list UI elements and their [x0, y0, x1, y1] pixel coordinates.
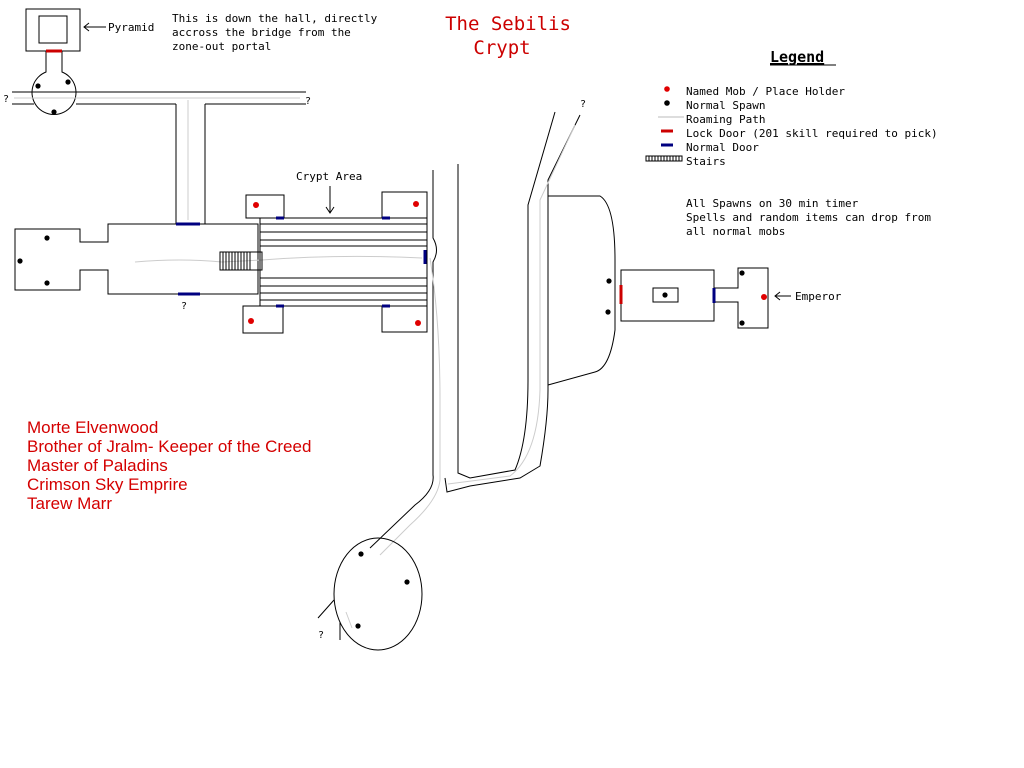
pyramid-hallway: [12, 91, 306, 224]
pyramid-arrow-head: [83, 22, 90, 32]
emperor-label: Emperor: [795, 290, 842, 303]
throne-spawn: [662, 292, 668, 298]
hall-note-line: accross the bridge from the: [172, 26, 351, 39]
crypt-rooms: [242, 191, 428, 334]
legend-black-dot-icon: [664, 100, 670, 106]
legend-item-label: Lock Door (201 skill required to pick): [686, 127, 938, 140]
legend-item-label: Stairs: [686, 155, 726, 168]
crypt-named-mob: [415, 320, 421, 326]
crypt-named-mob: [253, 202, 259, 208]
lower-oval-room: [333, 537, 423, 651]
credit-line: Master of Paladins: [27, 456, 168, 475]
pyramid-room-spawn: [35, 83, 41, 89]
credit-line: Tarew Marr: [27, 494, 112, 513]
hall-note-line: zone-out portal: [172, 40, 271, 53]
crypt-bridge: [259, 192, 428, 332]
emperor-room-spawn: [739, 270, 745, 276]
legend-item-label: Named Mob / Place Holder: [686, 85, 845, 98]
credit-line: Brother of Jralm- Keeper of the Creed: [27, 437, 311, 456]
crypt-area-label: Crypt Area: [296, 170, 362, 183]
legend-item-label: Normal Door: [686, 141, 759, 154]
pyramid-area: [25, 8, 81, 115]
roaming-path: [379, 124, 576, 556]
legend-red-dot-icon: [664, 86, 670, 92]
roaming-path: [134, 255, 423, 263]
hall-note-line: This is down the hall, directly: [172, 12, 378, 25]
unknown-marker: ?: [305, 96, 311, 107]
pyramid-label: Pyramid: [108, 21, 154, 34]
oval-room-spawn: [358, 551, 364, 557]
central-passage: [369, 111, 581, 549]
unknown-marker: ?: [3, 94, 9, 105]
credit-line: Morte Elvenwood: [27, 418, 158, 437]
west-room-spawn: [44, 235, 50, 241]
credits: Morte Elvenwood Brother of Jralm- Keeper…: [27, 418, 311, 513]
roaming-path: [14, 97, 300, 220]
cavern-spawn: [606, 278, 612, 284]
emperor-room-spawn: [739, 320, 745, 326]
west-room-spawn: [44, 280, 50, 286]
unknown-marker: ?: [318, 630, 324, 641]
crypt-named-mob: [413, 201, 419, 207]
stairs: [219, 251, 263, 271]
pyramid-inner: [38, 15, 68, 44]
legend-note-line: all normal mobs: [686, 225, 785, 238]
roaming-path: [345, 611, 353, 629]
crypt-named-mob: [248, 318, 254, 324]
cavern-spawn: [605, 309, 611, 315]
legend-item-label: Normal Spawn: [686, 99, 765, 112]
pyramid-room-spawn: [51, 109, 57, 115]
legend: Legend Named Mob / Place Holder Normal S…: [645, 48, 938, 238]
legend-title: Legend: [770, 48, 824, 66]
west-chamber: [14, 223, 259, 295]
legend-note-line: All Spawns on 30 min timer: [686, 197, 859, 210]
legend-item-label: Roaming Path: [686, 113, 765, 126]
lower-exit: [317, 599, 335, 619]
oval-room-spawn: [404, 579, 410, 585]
west-room-spawn: [17, 258, 23, 264]
oval-room-spawn: [355, 623, 361, 629]
map-title-line-1: The Sebilis: [445, 13, 571, 35]
legend-stairs-icon: [645, 155, 683, 162]
pyramid-room-spawn: [65, 79, 71, 85]
legend-note-line: Spells and random items can drop from: [686, 211, 931, 224]
crypt-area-arrow-head: [325, 206, 335, 214]
emperor-named-mob: [761, 294, 767, 300]
pyramid-outer: [25, 8, 81, 52]
credit-line: Crimson Sky Emprire: [27, 475, 188, 494]
emperor-arrow-head: [774, 291, 781, 301]
unknown-marker: ?: [181, 301, 187, 312]
map-title-line-2: Crypt: [473, 37, 530, 59]
unknown-marker: ?: [580, 99, 586, 110]
